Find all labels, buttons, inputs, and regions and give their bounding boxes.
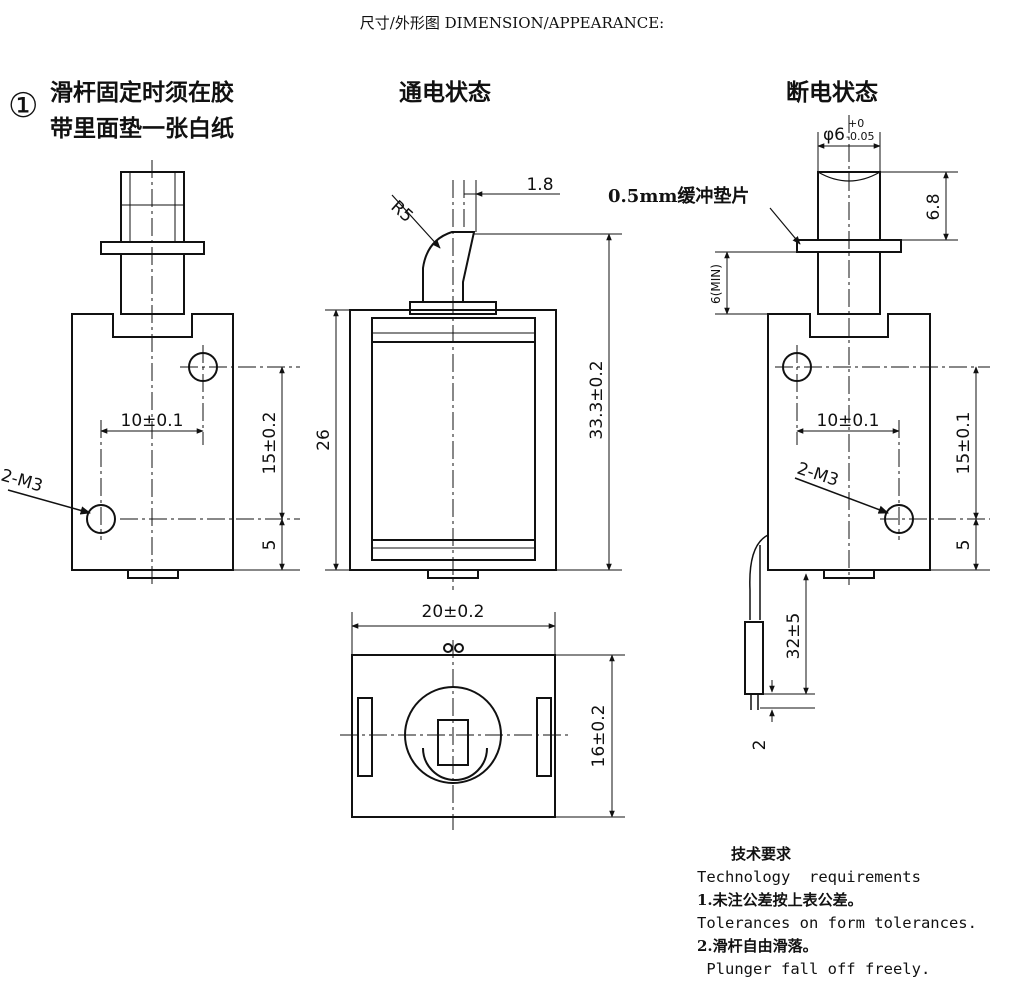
plunger-hook (422, 231, 476, 303)
notes-item2-cn: 2.滑杆自由滑落。 (697, 937, 818, 955)
dim-min-gap: 6(MIN) (709, 264, 723, 304)
note-line2: 带里面垫一张白纸 (50, 115, 234, 142)
dim-edge-left: 5 (260, 540, 280, 551)
dim-lead-length: 32±5 (784, 613, 804, 660)
technical-notes: 技术要求 Technology requirements 1.未注公差按上表公差。 T… (697, 820, 1022, 1004)
dim-buffer-pad: 0.5mm缓冲垫片 (608, 185, 749, 207)
label-powered: 通电状态 (399, 79, 491, 106)
dim-hole-height-left: 15±0.2 (260, 412, 280, 475)
dim-plunger-dia: φ6 (823, 125, 845, 145)
dim-strip-length: 2 (750, 740, 770, 751)
solenoid-body (71, 313, 234, 571)
note-line1: 滑杆固定时须在胶 (50, 79, 234, 106)
notes-heading-en: Technology requirements (697, 868, 921, 886)
lead-wire (749, 534, 769, 620)
middle-side-view (325, 180, 622, 590)
solenoid-body-right (767, 313, 931, 571)
dim-depth: 16±0.2 (589, 705, 609, 768)
dim-hole-height-right: 15±0.1 (954, 412, 974, 475)
mount-hole-lower (86, 504, 116, 534)
dim-hole-spacing-left: 10±0.1 (121, 411, 184, 431)
dim-width: 20±0.2 (422, 602, 485, 622)
dim-edge-right: 5 (954, 540, 974, 551)
drawing-title: 尺寸/外形图 DIMENSION/APPEARANCE: (360, 14, 664, 32)
notes-item1-cn: 1.未注公差按上表公差。 (697, 891, 863, 909)
dim-stroke-height: 6.8 (924, 193, 944, 220)
dim-plunger-tol-lower: -0.05 (846, 130, 874, 143)
dim-screw-left: 2-M3 (0, 466, 45, 497)
note-marker: ① (8, 86, 38, 126)
left-front-view: ① 滑杆固定时须在胶 带里面垫一张白纸 (7, 79, 300, 585)
bottom-view (340, 612, 625, 830)
dim-radius: R5 (387, 197, 417, 227)
notes-item2-en: Plunger fall off freely. (697, 960, 931, 978)
notes-heading-cn: 技术要求 (731, 845, 792, 863)
dimension-drawing: 尺寸/外形图 DIMENSION/APPEARANCE: ① 滑杆固定时须在胶 … (0, 14, 990, 830)
dim-offset: 1.8 (526, 175, 553, 195)
right-front-view (715, 115, 990, 722)
dim-hole-spacing-right: 10±0.1 (817, 411, 880, 431)
dim-body-height: 26 (314, 429, 334, 451)
dim-plunger-tol-upper: +0 (848, 117, 864, 130)
dim-total-height: 33.3±0.2 (587, 360, 607, 439)
notes-item1-en: Tolerances on form tolerances. (697, 914, 977, 932)
label-unpowered: 断电状态 (786, 79, 878, 106)
